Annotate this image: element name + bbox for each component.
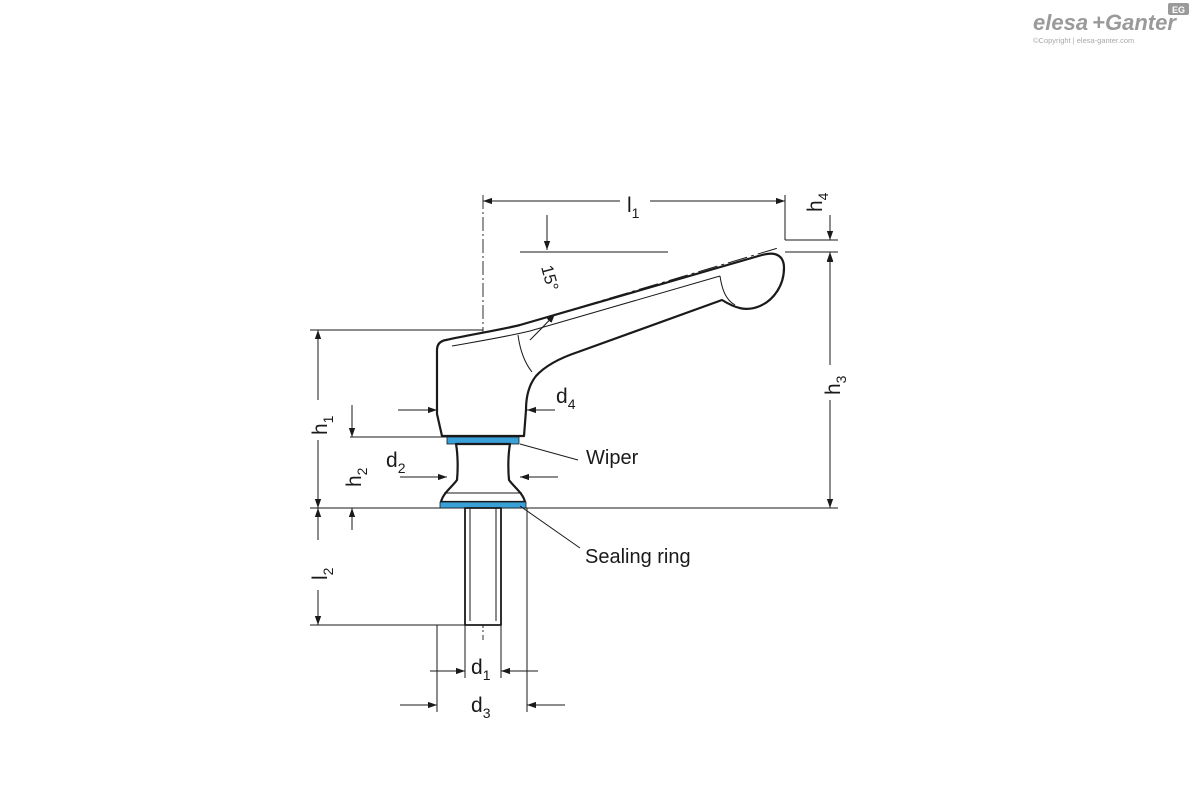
label-h3: h3: [822, 375, 849, 395]
logo-copyright: ©Copyright | elesa-ganter.com: [1033, 36, 1134, 45]
dimension-labels: l1 h4 h3 h1 h2 l2 15° d4 d2 d1 d3: [309, 192, 849, 721]
label-l2: l2: [309, 567, 336, 580]
logo-brand-right: Ganter: [1105, 10, 1177, 35]
label-d2: d2: [386, 449, 406, 476]
logo-badge-text: EG: [1172, 5, 1185, 15]
label-h1: h1: [309, 415, 336, 435]
label-d4: d4: [556, 385, 576, 412]
callout-wiper: Wiper: [586, 447, 639, 469]
logo-brand-left: elesa: [1033, 10, 1088, 35]
logo-brand-plus: +: [1092, 10, 1105, 35]
hub-arc: [517, 334, 533, 373]
label-h2: h2: [343, 467, 370, 487]
label-d1: d1: [471, 656, 491, 683]
lever-outline: [435, 252, 786, 438]
threaded-stud: [464, 507, 502, 626]
lever-grip-contour: [719, 275, 736, 306]
extension-lines: [310, 195, 838, 712]
adjustable-lever: [435, 252, 786, 438]
hub-assembly: [439, 436, 527, 509]
brand-logo: elesa + Ganter EG ©Copyright | elesa-gan…: [1033, 3, 1189, 45]
stud-body: [464, 507, 502, 626]
label-h4: h4: [804, 192, 831, 212]
sealing-ring-leader: [519, 505, 581, 549]
lever-highlight: [451, 275, 721, 347]
label-d3: d3: [471, 694, 491, 721]
callout-sealing-ring: Sealing ring: [585, 546, 691, 568]
label-angle: 15°: [537, 263, 562, 293]
label-l1: l1: [627, 194, 640, 221]
logo-badge: [1168, 3, 1189, 15]
wiper-leader: [519, 443, 579, 461]
dimension-lines: [314, 197, 834, 709]
